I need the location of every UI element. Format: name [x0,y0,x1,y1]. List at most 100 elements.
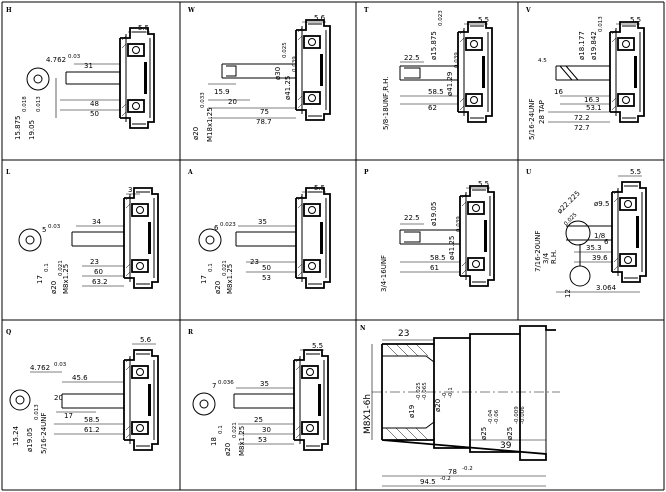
dim-q-0: 5.6 [140,336,152,344]
dim-v-2: ø19.842 [590,31,598,60]
dim-l-7: 0.021 [58,260,64,276]
dim-a-3: 35 [258,218,267,226]
dim-n-15: 78 [448,468,457,476]
dim-t-3: 0.023 [438,10,444,26]
dim-p-6: ø41.25 [448,236,456,260]
dim-a-5: 0.1 [208,263,214,272]
dim-l-5: 0.1 [44,263,50,272]
dim-a-6: ø20 [214,281,222,294]
dim-n-13: -0.006 [520,406,526,424]
dim-u-0: 5.5 [630,168,641,176]
dim-p-0: 5.5 [478,180,489,188]
dim-h-9: 50 [90,110,99,118]
dim-t-8: 0.039 [454,52,460,68]
dim-u-6: R.H. [550,250,558,264]
dim-n-11: ø25 [506,427,514,440]
dim-w-0: 5.6 [314,14,326,22]
dim-v-3: 0.013 [598,16,604,32]
panel-p: P 5.5 22.5 ø19.05 58.5 61 3/4-16UNF ø41.… [364,169,495,292]
dim-n-5: ø20 [434,399,442,412]
dim-u-4: 7/16-20UNF [534,230,542,272]
dim-v-11: 28 TAP [538,100,546,124]
dim-l-9: 23 [90,258,99,266]
panel-code-u: U [526,169,532,176]
dim-a-4: 17 [200,275,208,284]
dim-v-9: 72.7 [574,124,590,132]
dim-u-5: 3/4 [542,252,550,264]
dim-w-4: 78.7 [256,118,272,126]
dim-n-16: -0.2 [462,466,473,472]
dim-n-6: -0 [442,392,448,398]
dim-r-11: 53 [258,436,267,444]
panel-code-w: W [187,7,195,14]
dim-n-8: ø25 [480,427,488,440]
dim-a-0: 5.5 [314,184,325,192]
dim-r-7: 0.021 [232,422,238,438]
panel-code-p: P [364,169,369,176]
dim-a-9: 23 [250,258,259,266]
dim-u-12: 12 [564,289,572,298]
dim-r-4: 18 [210,437,218,446]
dim-h-2: 0.03 [68,54,81,60]
dim-u-3: 0.025 [563,212,579,228]
dim-u-8: 6 [604,238,609,246]
dim-h-0: 5.5 [138,24,149,32]
dim-q-8: 15.24 [12,425,20,446]
panel-n: N 23 M8X1-6h ø19 -0.025 -0.065 ø20 -0 -0… [360,325,560,487]
dim-a-11: 53 [262,274,271,282]
panel-h: H 5.5 4.762 0.03 31 48 50 15.875 0.018 1… [6,7,155,140]
dim-u-9: 35.3 [586,244,602,252]
dim-t-1: 22.5 [404,54,420,62]
dim-r-2: 0.036 [218,380,234,386]
dim-t-0: 5.5 [478,16,489,24]
dim-v-4: 4.5 [538,58,547,64]
dim-h-7: 0.013 [36,96,42,112]
panel-w: W 5.6 15.9 20 75 78.7 ø20 0.033 M18x1.25… [187,7,331,142]
panel-code-t: T [364,7,369,14]
dim-t-4: 58.5 [428,88,444,96]
dim-p-2: ø19.05 [430,202,438,226]
dim-q-6: 58.5 [84,416,100,424]
dim-v-10: 5/16-24UNF [528,98,536,140]
dim-n-9: -0.04 [488,409,494,424]
panel-r: R 5.5 7 0.036 35 18 0.1 ø20 0.021 M8x1.2… [188,329,329,456]
dim-n-7: -0.1 [448,387,454,398]
dim-n-17: 94.5 [420,478,436,486]
dim-t-6: 5/8-18UNF,R.H. [382,76,390,130]
dim-a-2: 0.023 [220,222,236,228]
dim-r-0: 5.5 [312,342,323,350]
dim-q-5: 17 [64,412,73,420]
panel-q: Q 5.6 4.762 0.03 45.6 20 17 58.5 61.2 15… [6,329,159,454]
dim-w-9: 0.039 [292,56,298,72]
dim-w-3: 75 [260,108,269,116]
dim-l-4: 17 [36,275,44,284]
dim-q-2: 0.03 [54,362,67,368]
panel-code-r: R [188,329,194,336]
dim-r-6: ø20 [224,443,232,456]
dim-w-10: ø30 [274,67,282,80]
dim-q-3: 45.6 [72,374,88,382]
panel-code-n: N [360,325,366,332]
dim-a-1: 6 [214,224,219,232]
panel-code-l: L [6,169,11,176]
dim-n-2: ø19 [408,405,416,418]
dim-q-1: 4.762 [30,364,50,372]
dim-r-10: 30 [262,426,271,434]
panel-t: T 5.5 22.5 ø15.875 0.023 58.5 62 5/8-18U… [364,7,493,130]
dim-v-5: 16 [554,88,563,96]
dim-w-1: 15.9 [214,88,230,96]
dim-l-11: 63.2 [92,278,108,286]
dim-u-11: 3.064 [596,284,617,292]
dim-u-7: 1/8 [594,232,605,240]
dim-a-7: 0.021 [222,260,228,276]
dim-n-0: 23 [398,329,409,339]
dim-n-3: -0.025 [416,382,422,400]
dim-n-10: -0.06 [494,409,500,424]
dim-u-10: 39.6 [592,254,608,262]
dim-l-10: 60 [94,268,103,276]
dim-n-4: -0.065 [422,382,428,400]
dim-t-7: ø41.29 [446,72,454,96]
dim-h-8: 48 [90,100,99,108]
